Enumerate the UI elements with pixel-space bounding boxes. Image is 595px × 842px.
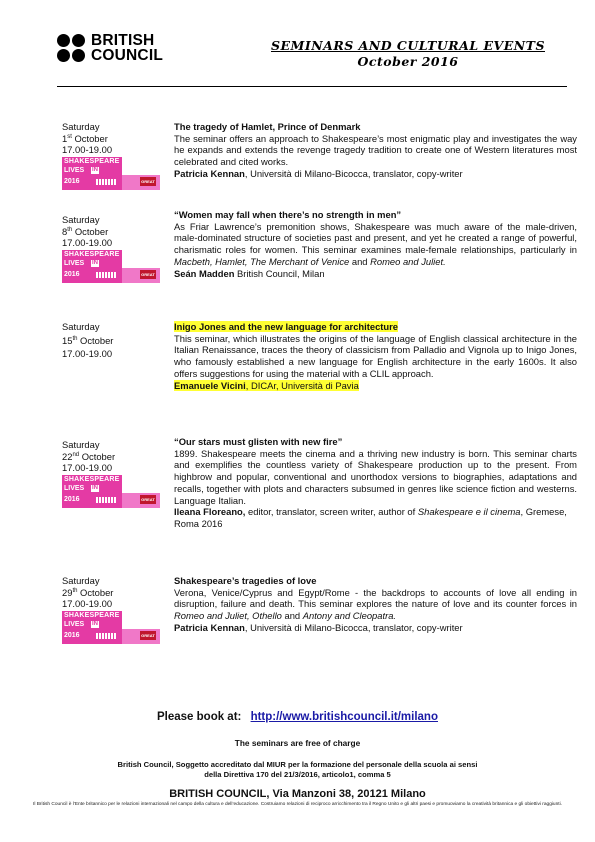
event-details: “Women may fall when there’s no strength…	[174, 209, 577, 279]
event-date: 1st October	[62, 132, 108, 144]
shakespeare-lives-badge: SHAKESPEARE LIVES IN 2016 GREAT	[62, 475, 160, 509]
event-title: The tragedy of Hamlet, Prince of Denmark	[174, 121, 361, 132]
fine-print: Il British Council è l’Ente britannico p…	[33, 802, 562, 807]
event-date: 29th October	[62, 586, 114, 598]
event-title: Inigo Jones and the new language for arc…	[174, 321, 398, 332]
event-day: Saturday	[62, 321, 100, 332]
shakespeare-lives-badge: SHAKESPEARE LIVES IN 2016 GREAT	[62, 611, 160, 645]
badge-great-flag-icon: GREAT	[140, 270, 156, 280]
event-time: 17.00-19.00	[62, 462, 113, 474]
event-details: Inigo Jones and the new language for arc…	[174, 321, 577, 391]
event-date-block: Saturday 8th October 17.00-19.00 SHAKESP…	[62, 214, 167, 284]
accreditation-line-1: British Council, Soggetto accreditato da…	[117, 760, 478, 769]
accreditation-note: British Council, Soggetto accreditato da…	[0, 760, 595, 780]
logo-line2: COUNCIL	[91, 47, 164, 64]
header-divider	[57, 86, 567, 87]
event-date-block: Saturday 29th October 17.00-19.00 SHAKES…	[62, 575, 167, 645]
badge-great-flag-icon: GREAT	[140, 177, 156, 187]
british-council-logo: BRITISH COUNCIL	[57, 33, 163, 63]
badge-bc-mark-icon	[96, 272, 116, 279]
event-date: 22nd October	[62, 450, 116, 462]
event-day: Saturday	[62, 214, 100, 225]
event-date: 15th October	[62, 334, 114, 346]
event-details: “Our stars must glisten with new fire” 1…	[174, 436, 577, 530]
event-description: The seminar offers an approach to Shakes…	[174, 132, 577, 168]
badge-great-flag-icon: GREAT	[140, 495, 156, 505]
event-speaker: Patricia Kennan, Università di Milano-Bi…	[174, 167, 463, 179]
logo-text: BRITISH COUNCIL	[91, 32, 164, 64]
event-time: 17.00-19.00	[62, 348, 113, 360]
logo-dots-icon	[57, 34, 85, 62]
event-details: The tragedy of Hamlet, Prince of Denmark…	[174, 121, 577, 180]
event-description: 1899. Shakespeare meets the cinema and a…	[174, 447, 577, 506]
event-date-block: Saturday 15th October 17.00-19.00	[62, 321, 167, 360]
event-description: As Friar Lawrence’s premonition shows, S…	[174, 220, 577, 267]
event-title: “Our stars must glisten with new fire”	[174, 436, 343, 447]
page-title: SEMINARS AND CULTURAL EVENTS	[270, 38, 545, 53]
shakespeare-lives-badge: SHAKESPEARE LIVES IN 2016 GREAT	[62, 157, 160, 191]
badge-bc-mark-icon	[96, 179, 116, 186]
badge-bc-mark-icon	[96, 497, 116, 504]
event-time: 17.00-19.00	[62, 237, 113, 249]
logo-line1: BRITISH	[91, 32, 155, 49]
shakespeare-lives-badge: SHAKESPEARE LIVES IN 2016 GREAT	[62, 250, 160, 284]
event-description: This seminar, which illustrates the orig…	[174, 332, 577, 379]
badge-great-flag-icon: GREAT	[140, 631, 156, 641]
event-title: Shakespeare’s tragedies of love	[174, 575, 317, 586]
event-speaker: Seán Madden British Council, Milan	[174, 267, 325, 279]
event-date-block: Saturday 22nd October 17.00-19.00 SHAKES…	[62, 439, 167, 509]
event-title: “Women may fall when there’s no strength…	[174, 209, 402, 220]
booking-label: Please book at:	[157, 711, 242, 723]
event-details: Shakespeare’s tragedies of love Verona, …	[174, 575, 577, 634]
event-day: Saturday	[62, 439, 100, 450]
badge-bc-mark-icon	[96, 633, 116, 640]
event-speaker: Patricia Kennan, Università di Milano-Bi…	[174, 621, 463, 633]
booking-link[interactable]: http://www.britishcouncil.it/milano	[250, 711, 438, 723]
event-speaker: Ileana Floreano, editor, translator, scr…	[174, 506, 567, 529]
accreditation-line-2: della Direttiva 170 del 21/3/2016, artic…	[204, 770, 391, 779]
event-day: Saturday	[62, 575, 100, 586]
address: BRITISH COUNCIL, Via Manzoni 38, 20121 M…	[169, 788, 426, 800]
free-notice: The seminars are free of charge	[234, 738, 361, 748]
event-time: 17.00-19.00	[62, 598, 113, 610]
event-time: 17.00-19.00	[62, 144, 113, 156]
event-speaker: Emanuele Vicini, DICAr, Università di Pa…	[174, 379, 359, 391]
page-subtitle: October 2016	[357, 54, 459, 69]
event-date-block: Saturday 1st October 17.00-19.00 SHAKESP…	[62, 121, 167, 191]
event-date: 8th October	[62, 225, 109, 237]
event-description: Verona, Venice/Cyprus and Egypt/Rome - t…	[174, 586, 577, 622]
page-header: SEMINARS AND CULTURAL EVENTS October 201…	[271, 38, 545, 70]
event-day: Saturday	[62, 121, 100, 132]
booking-line: Please book at: http://www.britishcounci…	[0, 711, 595, 723]
